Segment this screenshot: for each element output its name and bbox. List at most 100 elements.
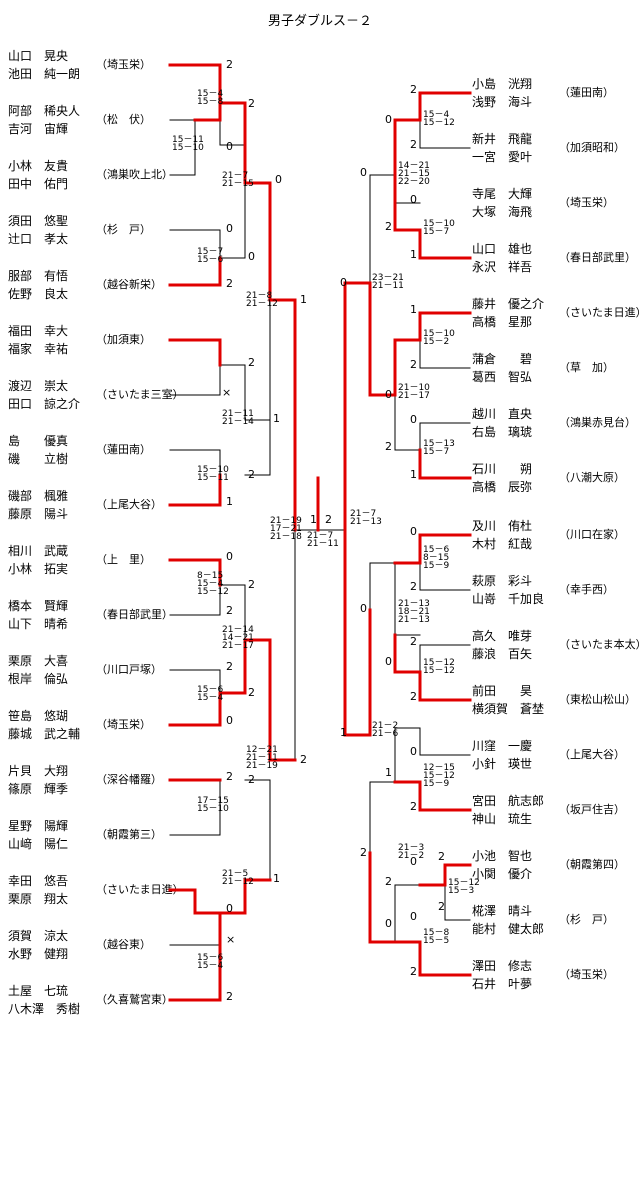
game-score: 15－4 [197,693,223,703]
left-player-pair: 阿部 稀央人吉河 宙輝 [8,102,80,138]
player-name: 山口 雄也 [472,242,533,256]
game-score: 15－4 [197,579,223,589]
left-player-pair: 橋本 賢輝山下 晴希 [8,597,68,633]
game-score: 15－2 [423,337,449,347]
right-player-pair: 澤田 修志石井 叶夢 [472,957,532,993]
game-score: 14－21 [222,633,254,643]
match-result: 0 [410,413,417,426]
player-name: 山﨑 陽仁 [8,837,69,851]
player-name: 須賀 涼太 [8,929,69,943]
club-name: （深谷幡羅） [96,773,162,786]
game-score: 17－21 [270,524,302,534]
match-result: 2 [410,690,417,703]
game-score: 15－8 [197,97,223,107]
match-result: 0 [248,250,255,263]
player-name: 前田 昊 [472,684,533,698]
player-name: 栗原 翔太 [8,892,69,906]
game-score: 15－10 [423,219,455,229]
game-score: 21－6 [372,729,398,739]
player-name: 辻口 孝太 [8,232,69,246]
game-score: 15－4 [423,110,449,120]
game-score: 21－13 [350,517,382,527]
right-player-pair: 越川 直央右島 璃琥 [472,405,532,441]
game-score: 21－7 [307,531,333,541]
player-name: 寺尾 大輝 [472,187,533,201]
game-score: 15－11 [172,135,204,145]
right-player-pair: 石川 朔高橋 辰弥 [472,460,532,496]
club-name: （埼玉栄） [96,58,151,71]
player-name: 星野 陽輝 [8,819,69,833]
game-score: 21－7 [350,509,376,519]
player-name: 木村 紅哉 [472,537,533,551]
game-score: 21－19 [270,516,302,526]
club-name: （幸手西） [559,583,614,596]
page-title: 男子ダブルス－２ [267,14,372,29]
player-name: 及川 侑杜 [472,519,533,533]
club-name: （松 伏） [96,113,151,126]
match-result: 0 [385,388,392,401]
club-name: （草 加） [559,361,614,374]
match-result: 2 [438,850,445,863]
player-name: 石井 叶夢 [472,977,533,991]
player-name: 藤浪 百矢 [472,647,533,661]
player-name: 大塚 海飛 [472,205,533,219]
match-result: 0 [226,222,233,235]
game-score: 21－2 [372,721,398,731]
left-player-pair: 須賀 涼太水野 健翔 [8,927,68,963]
left-player-pair: 磯部 楓雅藤原 陽斗 [8,487,68,523]
player-name: 水野 健翔 [8,947,69,961]
player-name: 佐野 良太 [8,287,69,301]
player-name: 渡辺 崇太 [8,379,69,393]
game-score: 17－15 [197,796,229,806]
game-score: 12－15 [423,763,455,773]
club-name: （杉 戸） [96,223,151,236]
left-player-pair: 島 優真磯 立樹 [8,432,68,468]
match-result: 2 [410,965,417,978]
right-player-pair: 山口 雄也永沢 祥吾 [472,240,532,276]
club-name: （鴻巣吹上北） [96,168,173,181]
club-name: （埼玉栄） [96,718,151,731]
match-result: 0 [226,714,233,727]
match-result: 2 [226,604,233,617]
game-score: 8－15 [423,553,449,563]
player-name: 藤原 陽斗 [8,507,69,521]
match-result: 0 [385,655,392,668]
game-score: 8－15 [197,571,223,581]
club-name: （東松山松山） [559,693,636,706]
player-name: 神山 琉生 [472,812,533,826]
player-name: 山下 晴希 [8,617,69,631]
player-name: 吉河 宙輝 [8,122,69,136]
match-result: 0 [226,140,233,153]
match-result: × [226,933,235,946]
game-score: 15－7 [423,447,449,457]
match-result: 2 [410,83,417,96]
match-result: 1 [273,872,280,885]
game-score: 21－12 [222,877,254,887]
club-name: （杉 戸） [559,913,614,926]
player-name: 笹島 悠瑚 [8,709,69,723]
club-name: （坂戸住吉） [559,803,625,816]
game-score: 15－10 [172,143,204,153]
match-result: 2 [248,686,255,699]
game-score: 15－9 [423,779,449,789]
game-score: 21－19 [246,761,278,771]
game-score: 15－10 [197,804,229,814]
club-name: （川口戸塚） [96,663,162,676]
player-name: 磯 立樹 [8,452,69,466]
right-player-pair: 椛澤 晴斗能村 健太郎 [472,902,544,938]
match-result: 2 [360,846,367,859]
match-result: 2 [325,513,332,526]
player-name: 越川 直央 [472,407,533,421]
game-score: 21－15 [398,169,430,179]
player-name: 福田 幸大 [8,324,69,338]
player-name: 磯部 楓雅 [8,489,69,503]
match-result: 0 [385,917,392,930]
game-score: 15－7 [423,227,449,237]
game-score: 18－21 [398,607,430,617]
match-result: 2 [410,580,417,593]
club-name: （さいたま本太） [559,638,640,651]
left-player-pair: 星野 陽輝山﨑 陽仁 [8,817,68,853]
game-score: 21－10 [398,383,430,393]
player-name: 横須賀 蒼埜 [472,702,545,716]
club-name: （埼玉栄） [559,968,614,981]
